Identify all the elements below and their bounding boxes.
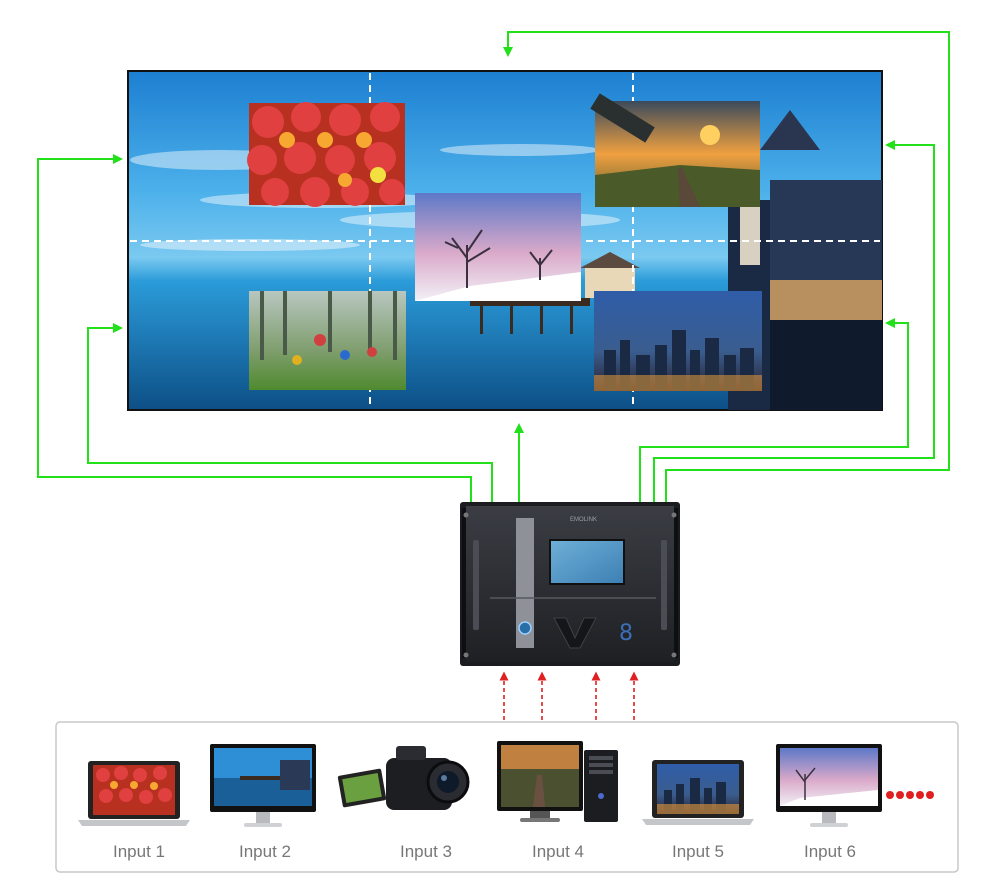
video-wall-processor: 8 EMOLINK — [460, 502, 680, 666]
laptop-icon — [78, 761, 190, 826]
window-city-night — [594, 291, 762, 391]
camcorder-icon — [337, 746, 470, 810]
monitor-icon — [776, 744, 882, 827]
input-label-1: Input 1 — [113, 842, 165, 861]
output-line-right-bottom — [639, 318, 909, 503]
input-label-5: Input 5 — [672, 842, 724, 861]
output-connections — [37, 31, 950, 503]
window-fruit — [247, 102, 405, 207]
device-power-button — [518, 621, 532, 635]
device-lcd-screen — [549, 539, 625, 585]
window-rail-sunset — [590, 93, 760, 207]
window-winter-tree — [415, 193, 581, 301]
input-label-6: Input 6 — [804, 842, 856, 861]
output-line-top — [503, 31, 950, 503]
wall-building — [728, 110, 882, 410]
monitor-icon — [210, 744, 316, 827]
output-line-left-bottom — [87, 323, 493, 503]
window-kids-forest — [249, 291, 406, 390]
laptop-icon — [642, 760, 754, 825]
device-brand-label: EMOLINK — [570, 517, 597, 523]
input-connections — [499, 671, 639, 720]
input-label-2: Input 2 — [239, 842, 291, 861]
output-line-right-top — [653, 140, 935, 503]
more-inputs-dots — [886, 786, 938, 800]
input-label-4: Input 4 — [532, 842, 584, 861]
device-v-logo — [553, 617, 597, 649]
device-eight-badge: 8 — [619, 621, 633, 646]
desktop-pc-icon — [497, 741, 618, 822]
input-label-3: Input 3 — [400, 842, 452, 861]
output-line-left-top — [37, 154, 472, 503]
video-wall — [127, 70, 883, 411]
